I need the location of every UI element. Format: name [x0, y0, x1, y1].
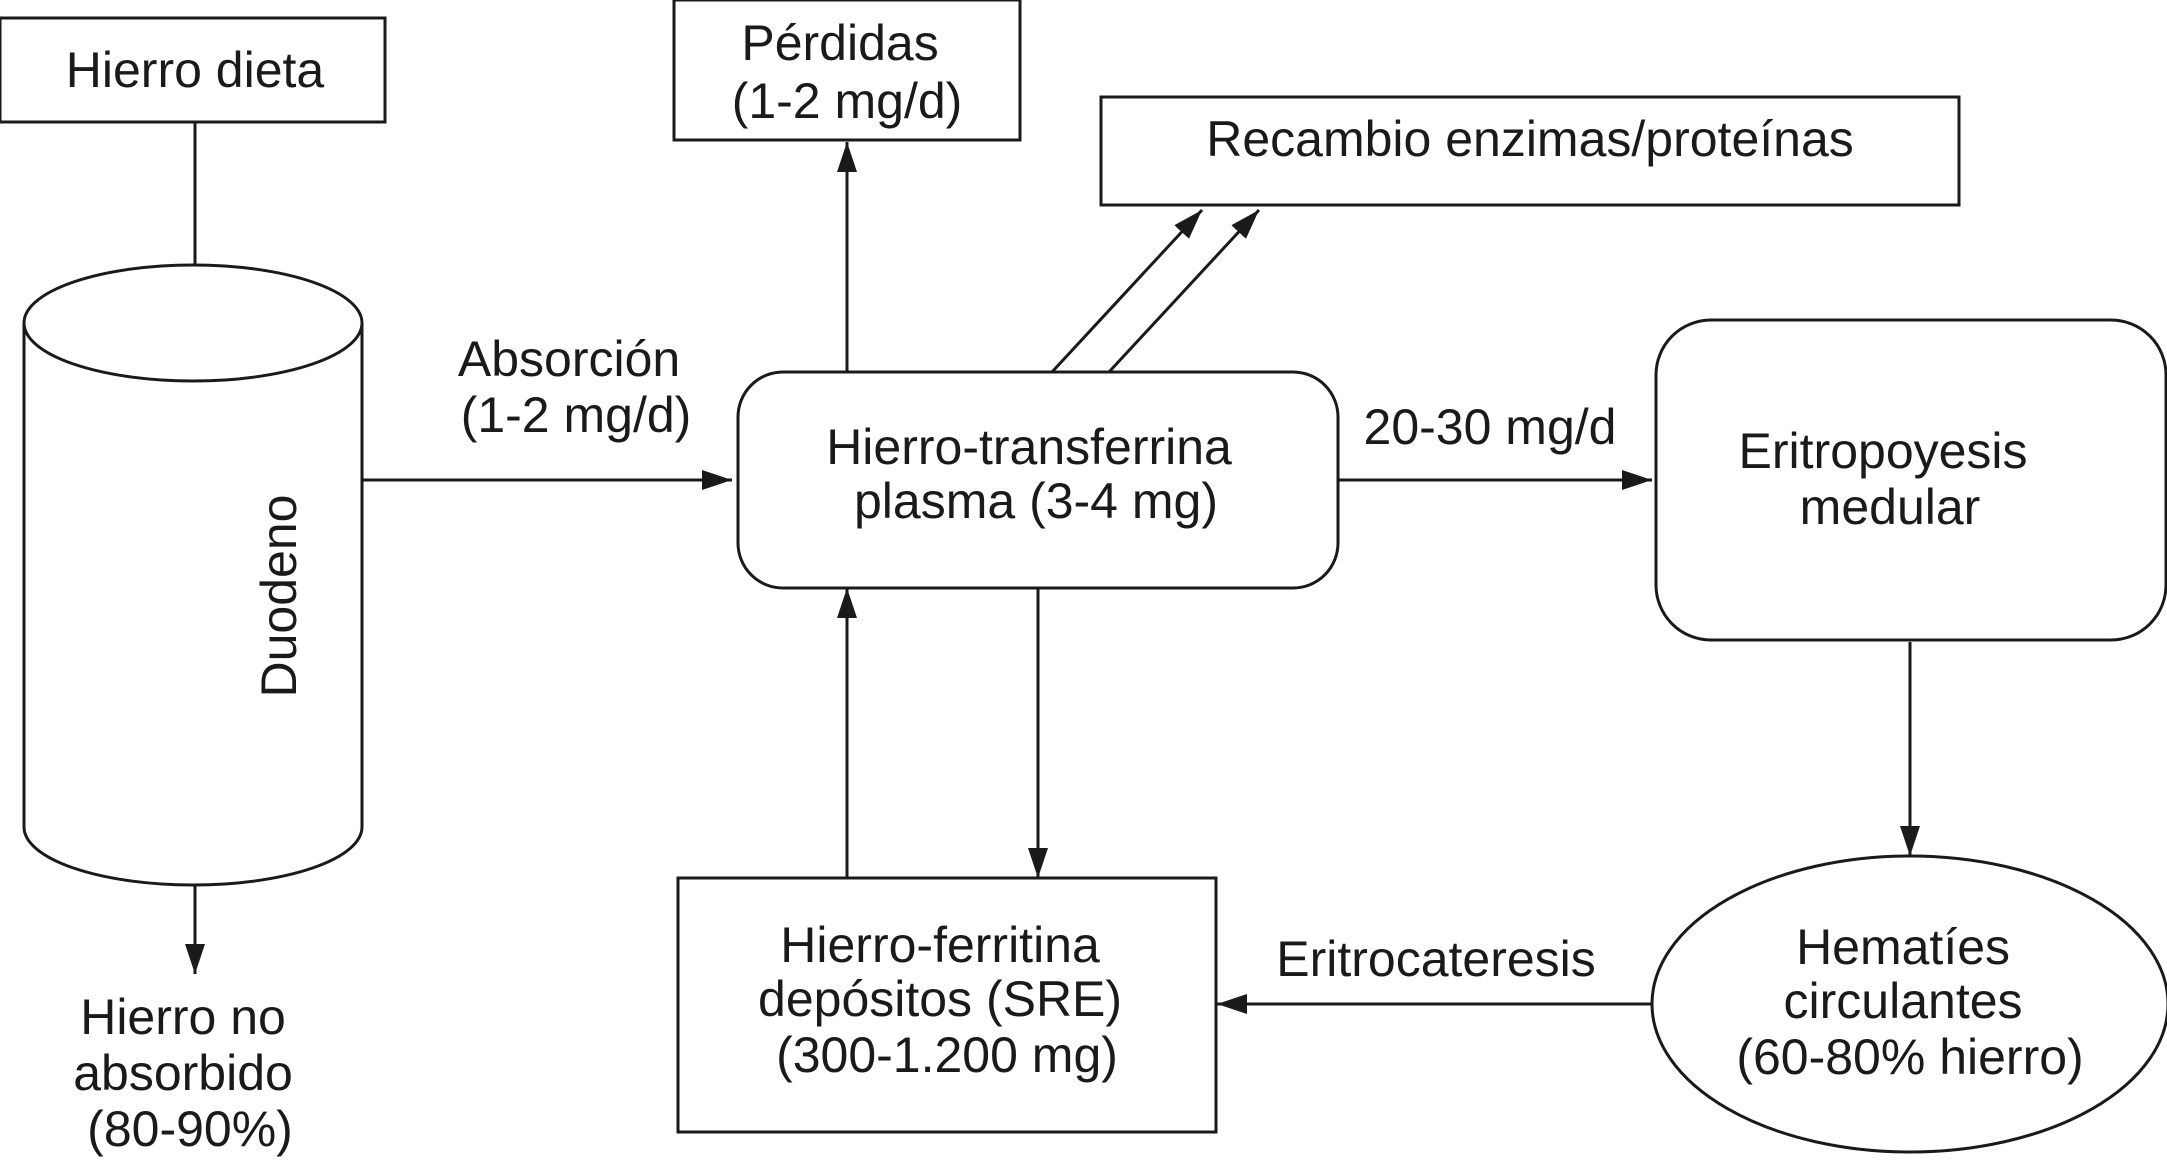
node-losses: Pérdidas (1-2 mg/d) [672, 0, 1022, 142]
node-duodenum-label: Duodeno [251, 495, 307, 698]
node-ferritin-stores: Hierro-ferritina depósitos (SRE) (300-1.… [676, 876, 1218, 1134]
arrow-plasma-to-turnover-1 [1050, 208, 1204, 374]
node-enzyme-protein-turnover-label: Recambio enzimas/proteínas [1206, 111, 1854, 167]
edge-to-marrow-label: 20-30 mg/d [1364, 399, 1617, 455]
arrow-plasma-to-turnover-2 [1107, 208, 1261, 374]
node-unabsorbed-iron-label: Hierro no absorbido (80-90%) [73, 989, 307, 1157]
node-enzyme-protein-turnover: Recambio enzimas/proteínas [1099, 95, 1961, 207]
node-circulating-rbc-label: Hematíes circulantes (60-80% hierro) [1736, 919, 2083, 1085]
node-plasma-transferrin-iron-label: Hierro-transferrina plasma (3-4 mg) [826, 419, 1246, 529]
node-marrow-erythropoiesis-label: Eritropoyesis medular [1739, 423, 2042, 535]
edge-erythrocateresis-label: Eritrocateresis [1276, 931, 1596, 987]
node-circulating-rbc: Hematíes circulantes (60-80% hierro) [1650, 854, 2167, 1154]
node-dietary-iron: Hierro dieta [0, 16, 387, 124]
node-losses-label: Pérdidas (1-2 mg/d) [732, 15, 963, 129]
node-duodenum: Duodeno [22, 263, 364, 887]
node-marrow-erythropoiesis: Eritropoyesis medular [1654, 318, 2167, 642]
edge-absorption-label: Absorción (1-2 mg/d) [458, 331, 694, 443]
node-dietary-iron-label: Hierro dieta [66, 42, 325, 98]
node-ferritin-stores-label: Hierro-ferritina depósitos (SRE) (300-1.… [758, 917, 1136, 1083]
node-plasma-transferrin-iron: Hierro-transferrina plasma (3-4 mg) [736, 370, 1340, 590]
